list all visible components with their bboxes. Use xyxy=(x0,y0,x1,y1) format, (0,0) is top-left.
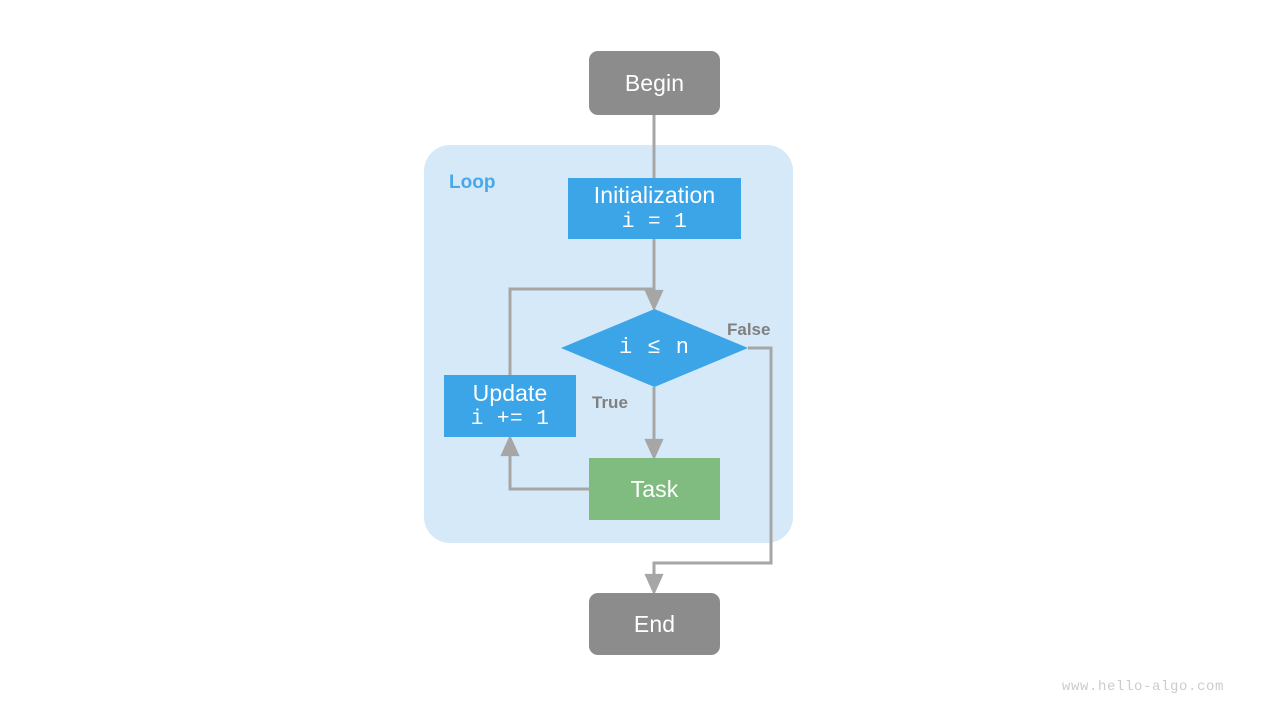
task-node-shape[interactable] xyxy=(589,458,720,520)
edge-condition-false-to-end xyxy=(644,346,773,596)
watermark-text: www.hello-algo.com xyxy=(1062,679,1225,695)
loop-group-label: Loop xyxy=(449,172,496,193)
node-shape-layer xyxy=(444,51,748,655)
edge-label-true: True xyxy=(592,393,628,412)
edge-label-false: False xyxy=(727,320,771,339)
edge-task-to-update xyxy=(500,434,589,491)
end-node-shape[interactable] xyxy=(589,593,720,655)
condition-node-shape[interactable] xyxy=(561,309,748,387)
begin-node-shape[interactable] xyxy=(589,51,720,115)
edge-update-to-condition xyxy=(508,287,654,375)
update-node-shape[interactable] xyxy=(444,375,576,437)
initialization-node-shape[interactable] xyxy=(568,178,741,239)
edge-layer xyxy=(500,115,773,596)
